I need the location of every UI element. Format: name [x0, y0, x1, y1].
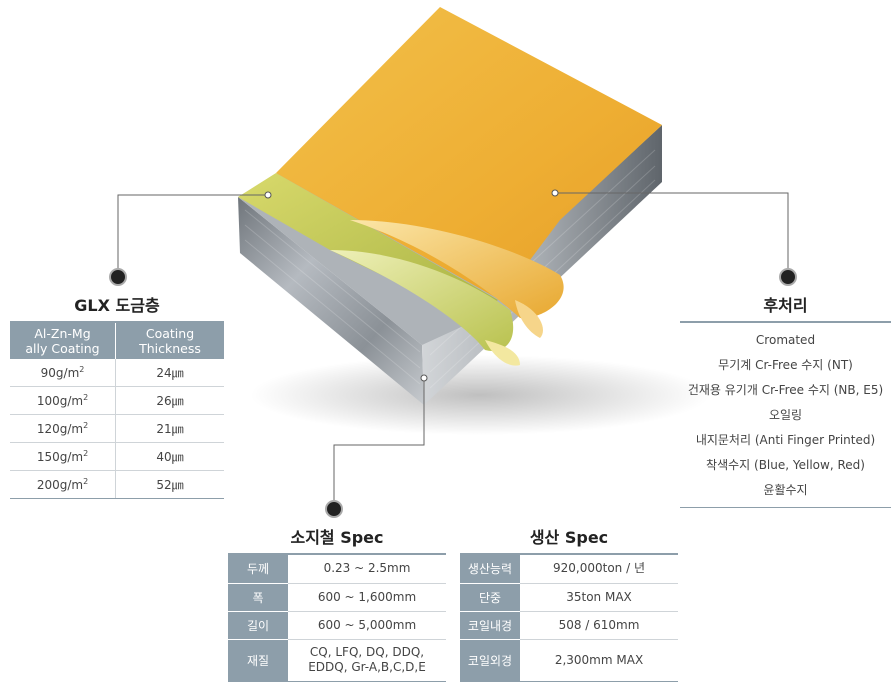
glx-header-coating: Al-Zn-Mg ally Coating: [10, 322, 116, 359]
table-row: 코일내경 508 / 610mm: [460, 611, 678, 640]
table-row: 폭 600 ~ 1,600mm: [228, 583, 446, 612]
prod-spec-table: 생산능력 920,000ton / 년 단중 35ton MAX 코일내경 50…: [460, 553, 678, 682]
table-row: 90g/m2 24㎛: [10, 359, 224, 387]
table-row: 두께 0.23 ~ 2.5mm: [228, 554, 446, 584]
post-list: Cromated 무기계 Cr-Free 수지 (NT) 건재용 유기개 Cr-…: [680, 321, 891, 508]
base-spec-title: 소지철 Spec: [290, 528, 384, 547]
list-item: 내지문처리 (Anti Finger Printed): [695, 433, 876, 447]
block-shadow: [250, 355, 710, 435]
green-curl: [330, 250, 514, 351]
table-row: 생산능력 920,000ton / 년: [460, 554, 678, 584]
table-row: 200g/m2 52㎛: [10, 470, 224, 499]
list-item: 착색수지 (Blue, Yellow, Red): [706, 458, 865, 472]
post-marker: [779, 268, 797, 286]
table-row: 단중 35ton MAX: [460, 583, 678, 612]
list-item: 건재용 유기개 Cr-Free 수지 (NB, E5): [687, 383, 884, 397]
table-row: 120g/m2 21㎛: [10, 414, 224, 443]
table-row: 코일외경 2,300mm MAX: [460, 639, 678, 682]
yellow-curl: [350, 220, 564, 319]
steel-left-face: [238, 197, 424, 405]
table-row: 100g/m2 26㎛: [10, 386, 224, 415]
glx-header-thickness: Coating Thickness: [115, 322, 224, 359]
glx-table: Al-Zn-Mg ally Coating Coating Thickness …: [10, 321, 224, 499]
glx-marker: [109, 268, 127, 286]
list-item: 무기계 Cr-Free 수지 (NT): [718, 358, 853, 372]
list-item: 윤활수지: [763, 483, 808, 497]
table-row: 재질 CQ, LFQ, DQ, DDQ, EDDQ, Gr-A,B,C,D,E: [228, 639, 446, 682]
base-marker: [325, 500, 343, 518]
post-title: 후처리: [763, 296, 808, 315]
glx-title: GLX 도금층: [74, 296, 160, 315]
table-row: 150g/m2 40㎛: [10, 442, 224, 471]
glx-header-row: Al-Zn-Mg ally Coating Coating Thickness: [10, 322, 224, 359]
prod-spec-title: 생산 Spec: [529, 528, 609, 547]
base-spec-table: 두께 0.23 ~ 2.5mm 폭 600 ~ 1,600mm 길이 600 ~…: [228, 553, 446, 682]
table-row: 길이 600 ~ 5,000mm: [228, 611, 446, 640]
list-item: 오일링: [768, 408, 803, 422]
list-item: Cromated: [755, 333, 816, 347]
